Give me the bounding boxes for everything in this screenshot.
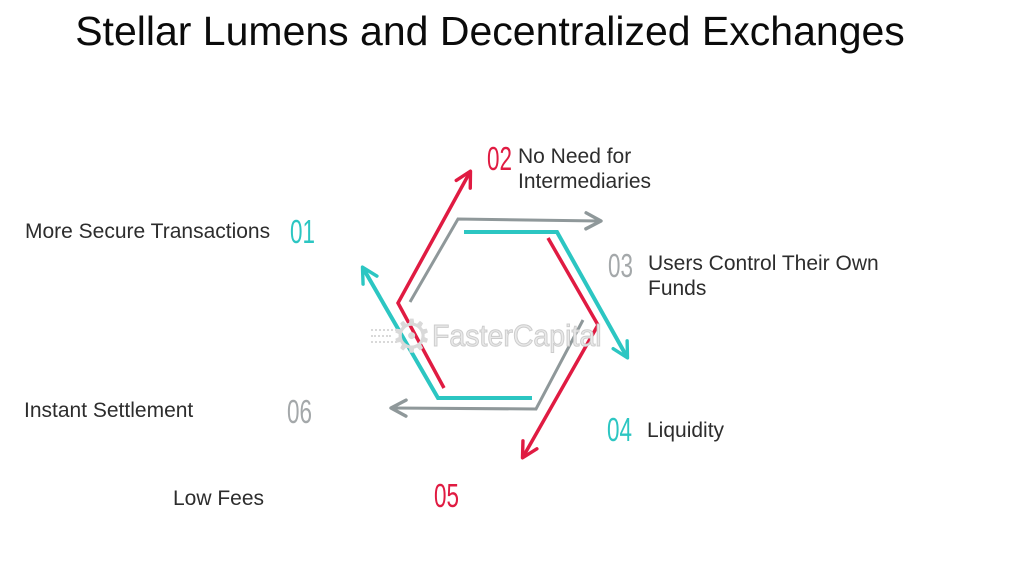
item-01-label: More Secure Transactions (25, 220, 271, 243)
arrow-upright-red (396, 169, 473, 389)
item-05-label: Low Fees (173, 487, 265, 510)
item-02-number: 02 (487, 140, 512, 177)
item-06-label: Instant Settlement (24, 399, 194, 422)
arrow-downleft-red (520, 237, 601, 460)
item-06-number: 06 (287, 393, 312, 430)
item-01-number: 01 (290, 213, 315, 250)
arrow-right-teal (464, 230, 630, 360)
item-05-number: 05 (434, 477, 459, 514)
arrow-top-gray (408, 211, 603, 303)
item-03-label: Users Control Their Own Funds (648, 252, 879, 300)
page-title: Stellar Lumens and Decentralized Exchang… (75, 8, 905, 54)
item-04-label: Liquidity (647, 419, 725, 442)
item-03-number: 03 (608, 247, 633, 284)
arrow-left-teal (360, 265, 532, 400)
item-04-number: 04 (607, 411, 632, 448)
item-02-label: No Need for Intermediaries (518, 145, 652, 193)
arrow-bottom-gray (389, 319, 585, 418)
